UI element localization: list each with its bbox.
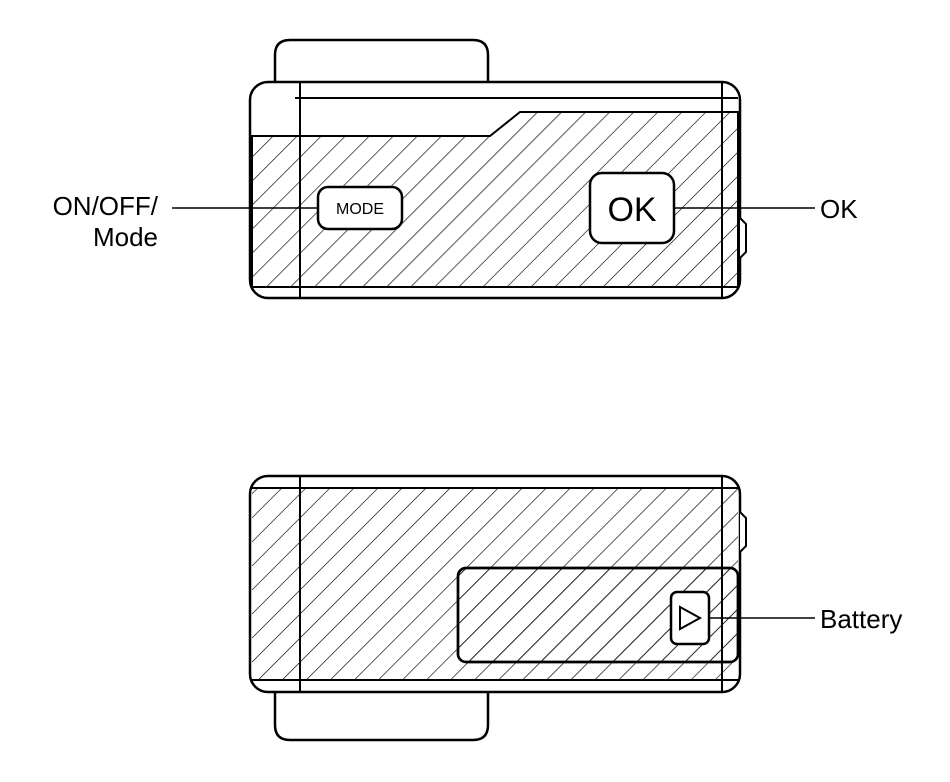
- battery-callout-label: Battery: [820, 604, 902, 634]
- play-triangle-icon: [679, 605, 703, 631]
- top-lens-cap: [273, 38, 490, 82]
- ok-button-label: OK: [607, 191, 656, 229]
- battery-door[interactable]: [456, 566, 740, 664]
- ok-button[interactable]: OK: [588, 171, 676, 245]
- camera-top-view: MODE OK ON/OFF/ Mode OK: [53, 38, 858, 300]
- mode-button[interactable]: MODE: [316, 185, 404, 231]
- bottom-side-nub: [739, 511, 747, 553]
- power-callout-label-line2: Mode: [93, 222, 158, 252]
- bottom-lens-cap: [273, 692, 490, 742]
- power-callout-label-line1: ON/OFF/: [53, 191, 159, 221]
- camera-bottom-view: Battery: [248, 474, 902, 742]
- ok-callout-label: OK: [820, 194, 858, 224]
- mode-button-label: MODE: [336, 201, 384, 218]
- battery-latch[interactable]: [669, 590, 711, 646]
- top-side-nub: [739, 217, 747, 259]
